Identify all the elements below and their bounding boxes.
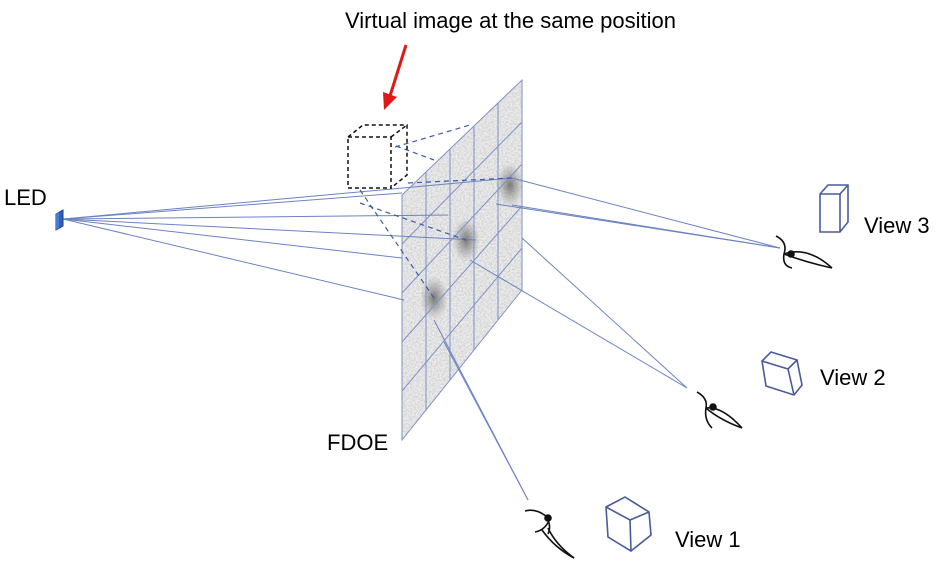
led-rays bbox=[62, 177, 513, 301]
arrow-icon bbox=[383, 44, 408, 110]
fdoe-panel bbox=[401, 78, 524, 442]
eye-icon bbox=[696, 391, 743, 429]
view-3-label: View 3 bbox=[864, 213, 930, 238]
eye-icon bbox=[524, 509, 575, 559]
virtual-cube-icon bbox=[347, 124, 408, 189]
led-label: LED bbox=[4, 185, 47, 210]
cube-icon bbox=[819, 184, 849, 233]
title-label: Virtual image at the same position bbox=[345, 8, 676, 33]
virtual-rays bbox=[359, 124, 513, 299]
view-2-label: View 2 bbox=[820, 365, 886, 390]
fdoe-label: FDOE bbox=[327, 430, 389, 455]
cube-icon bbox=[761, 351, 803, 396]
eye-icon bbox=[775, 235, 833, 269]
view-rays bbox=[433, 177, 781, 501]
led-icon bbox=[55, 209, 64, 231]
cube-icon bbox=[605, 496, 652, 552]
view-1-label: View 1 bbox=[675, 527, 741, 552]
